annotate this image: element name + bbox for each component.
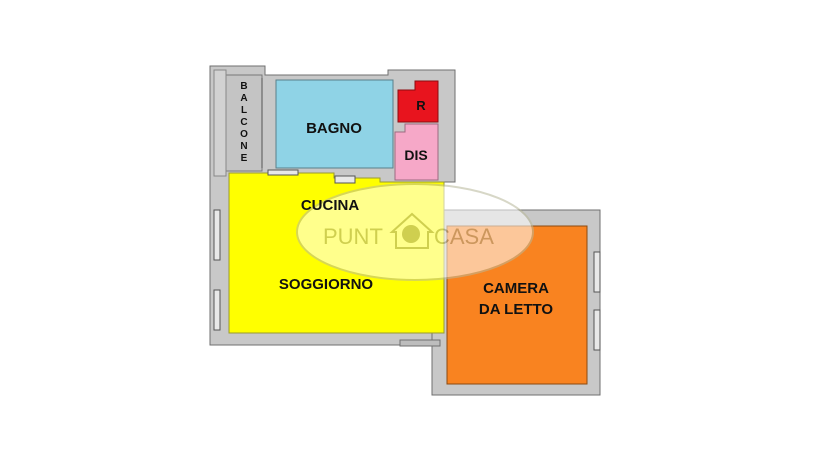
balcony	[213, 69, 263, 177]
cucina-label: CUCINA	[301, 197, 359, 214]
window-marks	[213, 169, 601, 351]
ripostiglio-label: R	[416, 98, 426, 113]
balcone-label: B A L C O N E	[240, 81, 248, 164]
balcone-letter: N	[240, 141, 247, 152]
camera-label-line-2: DA LETTO	[479, 301, 553, 318]
watermark-word-1: PUNT	[323, 224, 383, 249]
disimpegno-label: DIS	[404, 147, 427, 163]
room-bagno	[275, 79, 394, 169]
watermark: PUNT CASA	[296, 183, 534, 281]
balcone-letter: O	[240, 129, 248, 140]
camera-label-line-1: CAMERA	[483, 280, 549, 297]
balcone-letter: C	[240, 117, 247, 128]
room-ripostiglio	[397, 80, 439, 123]
balcone-letter: B	[240, 81, 247, 92]
balcone-letter: A	[240, 93, 247, 104]
house-icon	[389, 212, 435, 249]
room-disimpegno	[394, 123, 439, 181]
balcone-letter: E	[241, 153, 248, 164]
soggiorno-label: SOGGIORNO	[279, 276, 374, 293]
watermark-dot	[402, 225, 420, 243]
watermark-word-2: CASA	[434, 224, 494, 249]
bagno-label: BAGNO	[306, 120, 362, 137]
balcone-letter: L	[241, 105, 247, 116]
